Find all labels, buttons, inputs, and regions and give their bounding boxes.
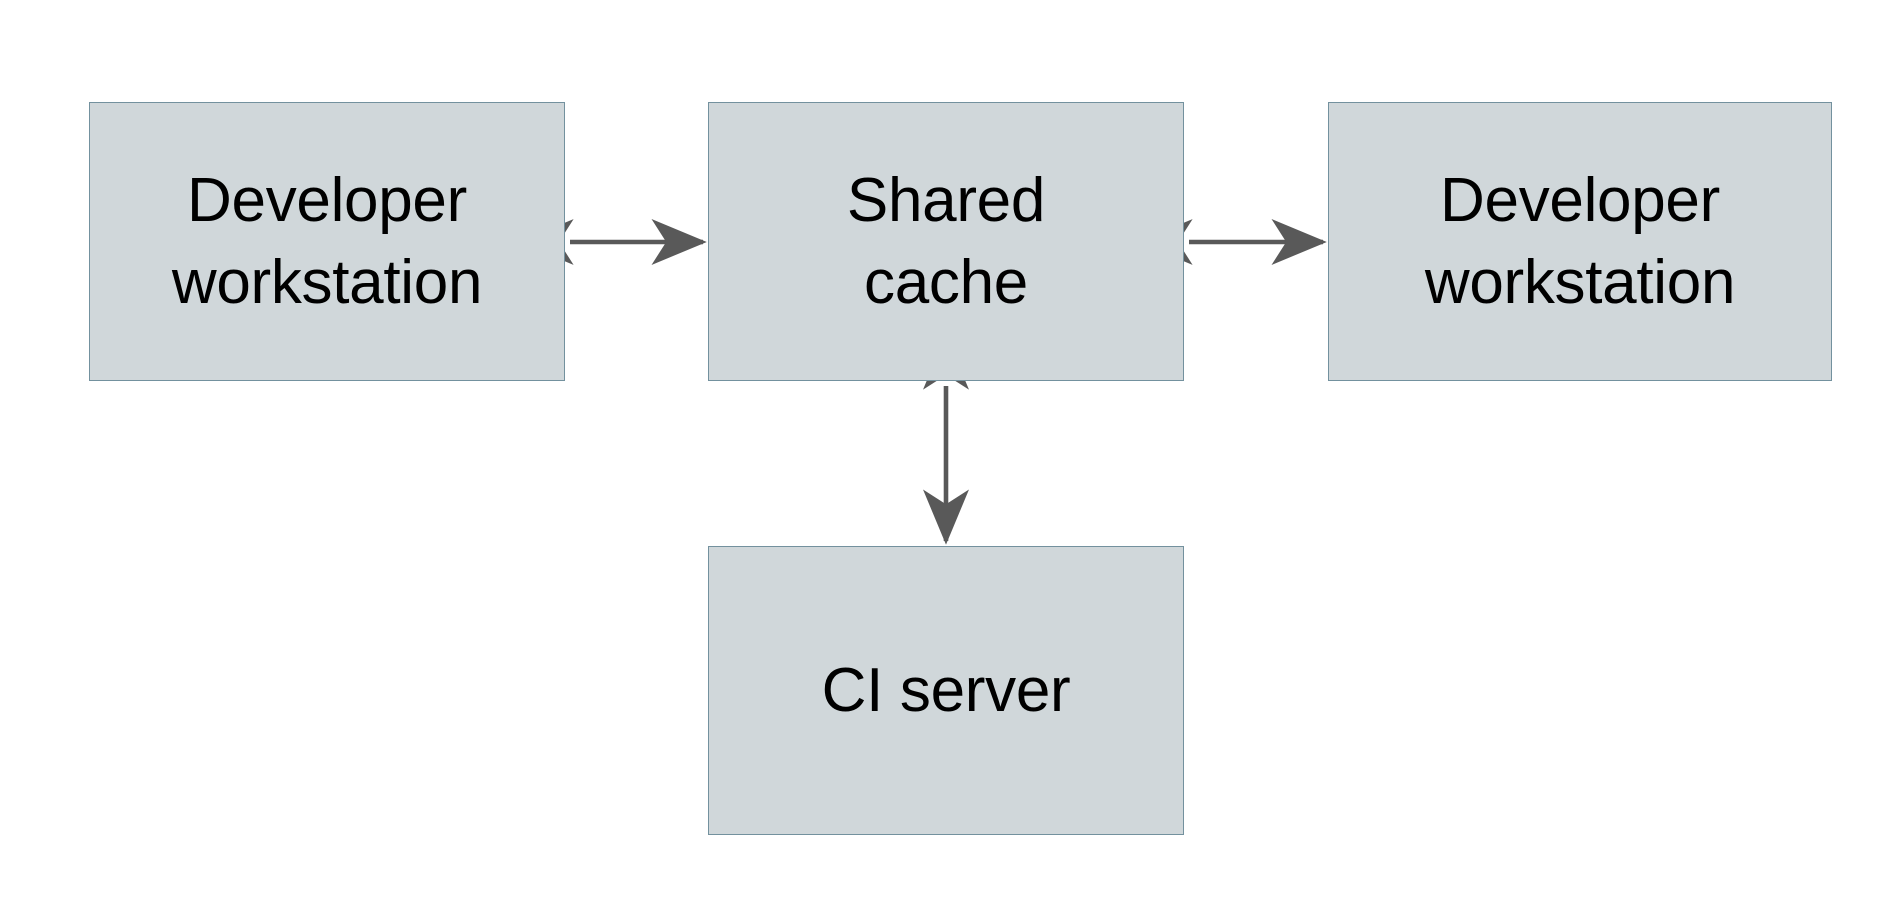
node-ci-server[interactable]: CI server <box>708 546 1184 835</box>
node-label: CI server <box>821 655 1071 725</box>
node-label: Developer workstation <box>1424 165 1736 317</box>
node-label: Shared cache <box>846 165 1046 317</box>
node-dev-workstation-left[interactable]: Developer workstation <box>89 102 565 381</box>
node-label: Developer workstation <box>171 165 483 317</box>
node-shared-cache[interactable]: Shared cache <box>708 102 1184 381</box>
node-dev-workstation-right[interactable]: Developer workstation <box>1328 102 1832 381</box>
